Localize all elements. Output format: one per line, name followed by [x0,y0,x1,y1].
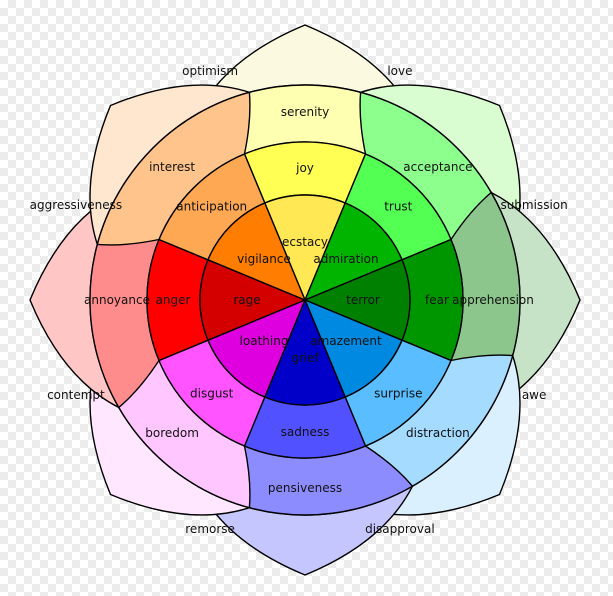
emotion-label-anticipation: anticipation [176,200,247,214]
emotion-label-sadness: sadness [281,425,330,439]
emotion-label-amazement: amazement [310,334,382,348]
emotion-label-grief: grief [291,351,319,365]
dyad-label-contempt: contempt [47,388,105,402]
petal-inner-anger [199,258,307,342]
emotion-label-boredom: boredom [145,426,199,440]
emotion-label-terror: terror [346,293,380,307]
dyad-label-remorse: remorse [185,522,235,536]
emotion-label-annoyance: annoyance [84,293,150,307]
emotion-label-loathing: loathing [240,334,289,348]
petal-inner-joy [263,194,347,302]
dyad-label-love: love [387,64,412,78]
dyad-label-submission: submission [500,198,567,212]
petal-anticipation [89,84,307,302]
dyad-label-disapproval: disapproval [365,522,435,536]
dyad-label-aggressiveness: aggressiveness [30,198,122,212]
emotion-label-pensiveness: pensiveness [268,481,342,495]
emotion-label-interest: interest [149,160,195,174]
emotion-label-trust: trust [384,200,412,214]
emotion-label-rage: rage [233,293,260,307]
petal-inner-fear [303,258,411,342]
petal-disgust [89,298,307,516]
emotion-label-anger: anger [156,293,191,307]
petal-joy [195,24,415,302]
labels-layer: serenity joy ecstacy acceptance trust admirat… [84,105,534,495]
petal-fear [303,190,581,410]
emotion-label-serenity: serenity [281,105,329,119]
petal-inner-surprise [303,298,403,398]
dyad-label-optimism: optimism [182,64,238,78]
petal-sadness [195,298,415,576]
emotion-label-acceptance: acceptance [403,160,472,174]
petal-trust [303,84,521,302]
emotion-label-admiration: admiration [313,252,378,266]
petal-inner-disgust [207,298,307,398]
petal-surprise [303,298,521,516]
emotion-label-joy: joy [295,161,314,175]
dyad-label-awe: awe [522,388,547,402]
petal-anger [29,190,307,410]
emotion-label-vigilance: vigilance [237,252,291,266]
petal-inner-trust [303,202,403,302]
petal-inner-sadness [263,298,347,406]
petal-inner-anticipation [207,202,307,302]
emotion-label-apprehension: apprehension [452,293,534,307]
emotion-label-disgust: disgust [190,386,234,400]
emotion-label-ecstacy: ecstacy [282,235,328,249]
dyads-layer: love submission awe disapproval remorse conte… [30,64,568,536]
emotion-label-distraction: distraction [406,426,470,440]
petals-layer [29,24,581,576]
emotion-label-fear: fear [425,293,449,307]
emotion-label-surprise: surprise [374,386,422,400]
